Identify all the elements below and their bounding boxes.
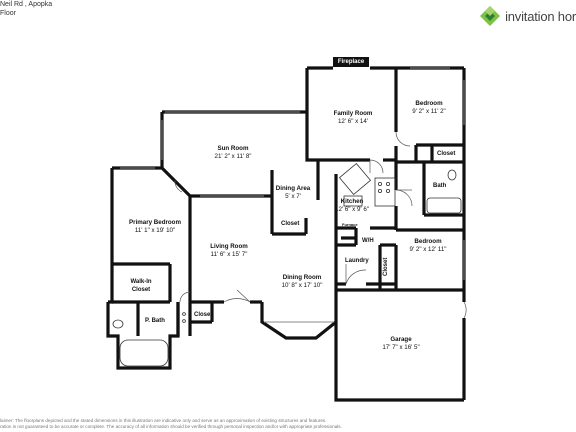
- room-name: Family Room: [333, 110, 373, 117]
- room-name: Kitchen: [340, 198, 364, 205]
- room-dimensions: 11' 1" x 19' 10": [134, 226, 176, 234]
- room-name: Dining Room: [282, 274, 322, 281]
- room-bedroom-ne: Bedroom 9' 2" x 11' 2": [412, 100, 445, 116]
- room-garage: Garage 17' 7" x 16' 5": [382, 336, 419, 352]
- closet-vertical-label: Closet: [383, 257, 389, 276]
- room-dimensions: 11' 6" x 15' 7": [210, 250, 248, 258]
- bath-label: Bath: [433, 183, 447, 189]
- disclaimer-line-1: laimer: The floorplans depicted and the …: [0, 418, 327, 423]
- water-heater-label: W/H: [362, 238, 374, 244]
- room-sun-room: Sun Room 21' 2" x 11' 8": [215, 145, 252, 161]
- room-name: Living Room: [210, 243, 248, 250]
- room-name: Sun Room: [217, 145, 249, 152]
- closet-dining-label: Closet: [281, 221, 300, 227]
- room-family-room: Family Room 12' 6" x 14': [334, 110, 373, 126]
- room-dimensions: 12' 6" x 9' 6": [335, 205, 369, 213]
- room-dining-room: Dining Room 10' 8" x 17' 10": [282, 274, 323, 290]
- brand-diamond-icon: [480, 6, 501, 26]
- floor-label: Floor: [0, 10, 16, 17]
- room-dimensions: 9' 2" x 11' 2": [412, 107, 446, 115]
- room-dimensions: 10' 8" x 17' 10": [281, 281, 323, 289]
- brand-logo: invitation hor: [479, 4, 576, 28]
- room-primary-bedroom: Primary Bedroom 11' 1" x 19' 10": [129, 219, 181, 235]
- disclaimer: laimer: The floorplans depicted and the …: [0, 418, 360, 430]
- room-dimensions: 9' 2" x 12' 11": [409, 245, 447, 253]
- room-name: Bedroom: [414, 238, 442, 245]
- property-address: Neil Rd , Apopka: [0, 1, 53, 8]
- closet-small-label: Closet: [194, 312, 213, 318]
- room-name: Dining Area: [275, 185, 311, 192]
- closet-bedroom-label: Closet: [437, 151, 456, 157]
- room-name: Garage: [390, 336, 412, 343]
- laundry-label: Laundry: [345, 258, 369, 264]
- furnace-label: Furnace: [342, 222, 358, 227]
- room-dimensions: 5' x 7': [285, 192, 301, 200]
- fireplace-label: Fireplace: [333, 57, 369, 67]
- room-bedroom-se: Bedroom 9' 2" x 12' 11": [410, 238, 447, 254]
- room-dining-area: Dining Area 5' x 7': [276, 185, 311, 201]
- disclaimer-line-2: ration is not guaranteed to be accurate …: [0, 424, 342, 430]
- room-dimensions: 21' 2" x 11' 8": [214, 152, 252, 160]
- room-living-room: Living Room 11' 6" x 15' 7": [210, 243, 247, 259]
- walkin-closet-label: Walk-In Closet: [130, 279, 152, 293]
- room-name: Primary Bedroom: [129, 219, 181, 226]
- brand-name: invitation hor: [505, 8, 576, 24]
- room-dimensions: 17' 7" x 16' 5": [382, 343, 420, 351]
- room-kitchen: Kitchen 12' 6" x 9' 6": [335, 198, 369, 214]
- room-dimensions: 12' 6" x 14': [337, 117, 369, 125]
- room-name: Bedroom: [415, 100, 443, 107]
- primary-bath-label: P. Bath: [145, 318, 165, 324]
